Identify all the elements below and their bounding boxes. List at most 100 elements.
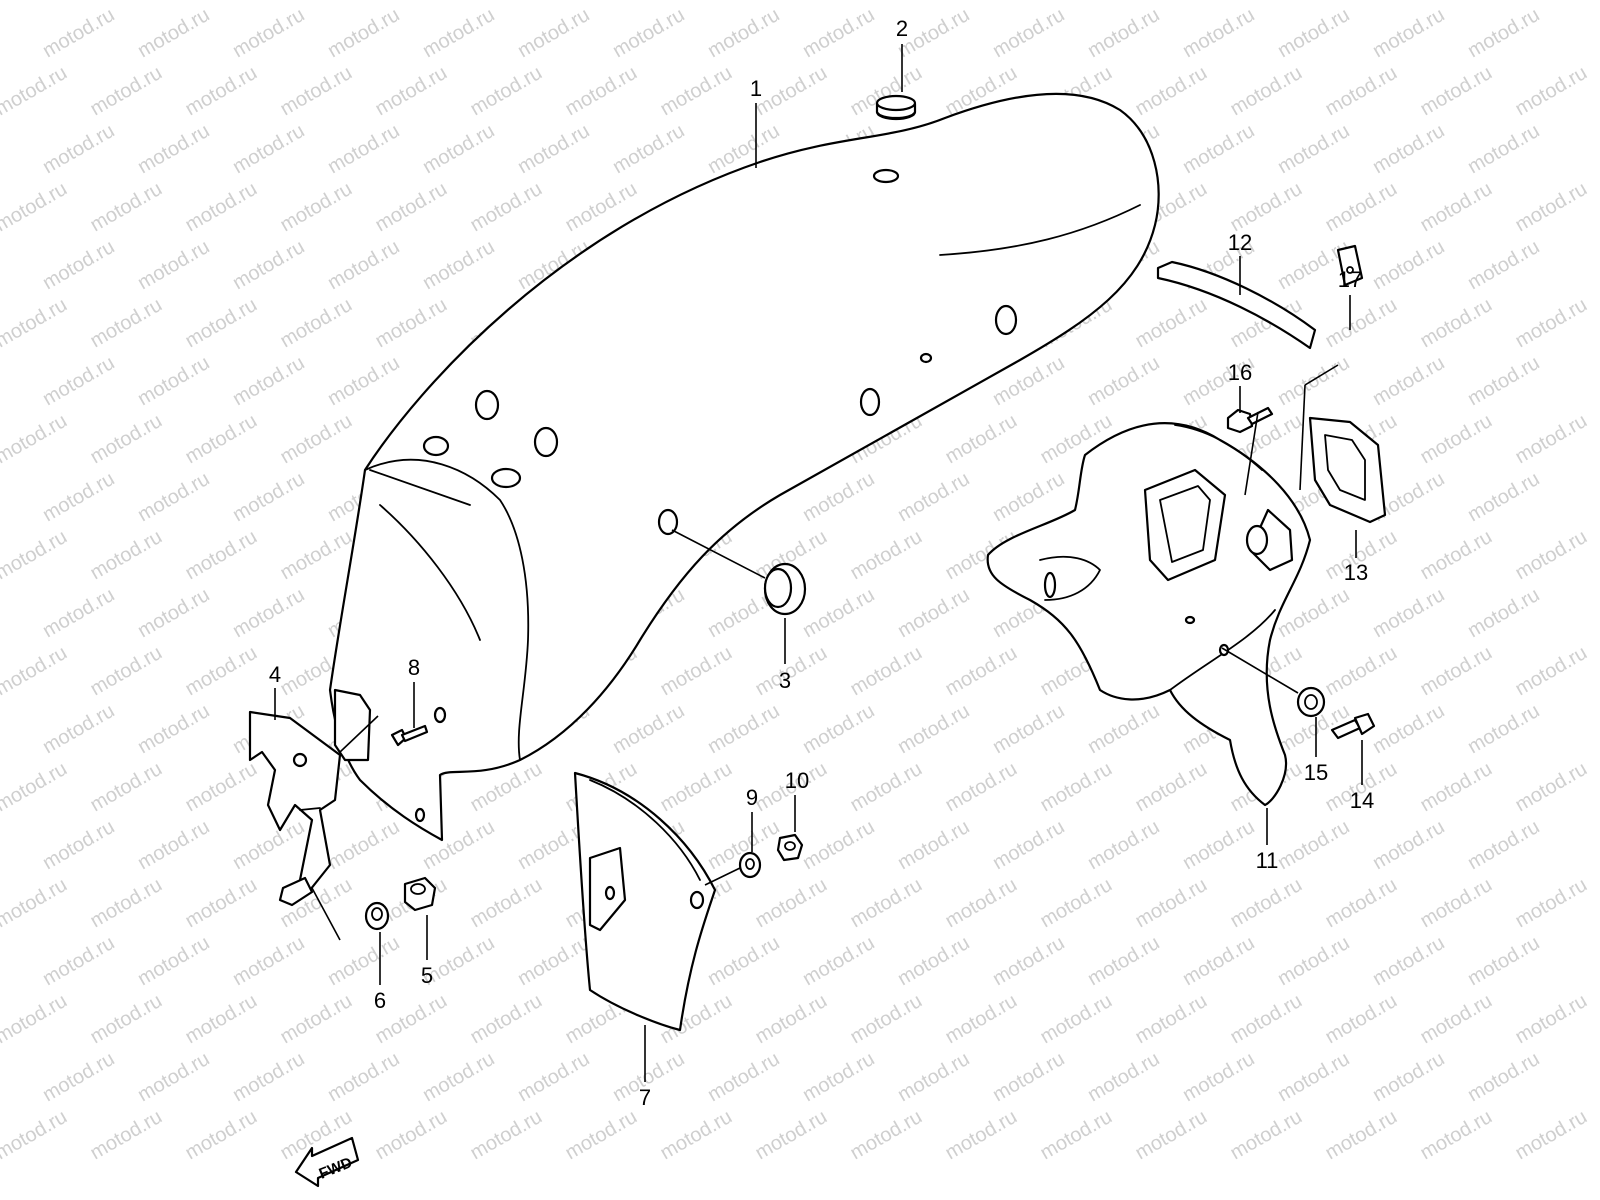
callout-10: 10 [785, 768, 809, 793]
part-4-bracket [248, 688, 372, 907]
watermark-text: motod.ru [657, 758, 736, 817]
watermark-text: motod.ru [1322, 874, 1401, 933]
watermark-text: motod.ru [372, 1106, 451, 1165]
watermark-text: motod.ru [1179, 1048, 1258, 1107]
watermark-text: motod.ru [847, 990, 926, 1049]
watermark-text: motod.ru [752, 874, 831, 933]
watermark-text: motod.ru [467, 1106, 546, 1165]
watermark-text: motod.ru [1274, 4, 1353, 63]
part-10-nut [776, 833, 804, 862]
callout-4: 4 [269, 662, 281, 687]
callout-3: 3 [779, 668, 791, 693]
watermark-text: motod.ru [229, 468, 308, 527]
watermark-text: motod.ru [1512, 62, 1591, 121]
watermark-text: motod.ru [1464, 932, 1543, 991]
watermark-text: motod.ru [847, 526, 926, 585]
watermark-text: motod.ru [1132, 758, 1211, 817]
watermark-text: motod.ru [0, 642, 71, 701]
watermark-text: motod.ru [87, 526, 166, 585]
watermark-text: motod.ru [134, 4, 213, 63]
callout-6: 6 [374, 988, 386, 1013]
watermark-text: motod.ru [182, 874, 261, 933]
watermark-text: motod.ru [1084, 4, 1163, 63]
watermark-text: motod.ru [609, 4, 688, 63]
watermark-text: motod.ru [1322, 1106, 1401, 1165]
watermark-text: motod.ru [1464, 4, 1543, 63]
watermark-text: motod.ru [1274, 932, 1353, 991]
watermark-text: motod.ru [0, 758, 71, 817]
watermark-text: motod.ru [324, 816, 403, 875]
watermark-text: motod.ru [229, 584, 308, 643]
watermark-text: motod.ru [1369, 4, 1448, 63]
watermark-text: motod.ru [324, 120, 403, 179]
watermark-text: motod.ru [87, 990, 166, 1049]
watermark-text: motod.ru [609, 700, 688, 759]
part-9-washer [738, 851, 762, 879]
watermark-text: motod.ru [1369, 1048, 1448, 1107]
watermark-text: motod.ru [752, 642, 831, 701]
watermark-text: motod.ru [1512, 758, 1591, 817]
watermark-text: motod.ru [752, 990, 831, 1049]
watermark-text: motod.ru [324, 352, 403, 411]
watermark-text: motod.ru [942, 758, 1021, 817]
watermark-text: motod.ru [1274, 1048, 1353, 1107]
watermark-text: motod.ru [182, 758, 261, 817]
callout-5: 5 [421, 963, 433, 988]
watermark-text: motod.ru [1227, 990, 1306, 1049]
callout-17: 17 [1338, 267, 1362, 292]
watermark-text: motod.ru [609, 120, 688, 179]
watermark-text: motod.ru [1037, 874, 1116, 933]
watermark-text: motod.ru [657, 62, 736, 121]
watermark-text: motod.ru [847, 1106, 926, 1165]
watermark-text: motod.ru [1417, 62, 1496, 121]
watermark-text: motod.ru [894, 468, 973, 527]
callout-2: 2 [896, 16, 908, 41]
watermark-text: motod.ru [847, 642, 926, 701]
watermark-text: motod.ru [1084, 816, 1163, 875]
watermark-text: motod.ru [1084, 1048, 1163, 1107]
watermark-text: motod.ru [799, 584, 878, 643]
watermark-text: motod.ru [894, 584, 973, 643]
watermark-text: motod.ru [799, 816, 878, 875]
watermark-text: motod.ru [1417, 410, 1496, 469]
watermark-text: motod.ru [87, 410, 166, 469]
watermark-text: motod.ru [1464, 236, 1543, 295]
watermark-text: motod.ru [87, 62, 166, 121]
watermark-text: motod.ru [1464, 120, 1543, 179]
watermark-text: motod.ru [847, 758, 926, 817]
watermark-text: motod.ru [372, 62, 451, 121]
watermark-text: motod.ru [419, 236, 498, 295]
watermark-text: motod.ru [1512, 990, 1591, 1049]
watermark-text: motod.ru [704, 1048, 783, 1107]
watermark-text: motod.ru [1179, 816, 1258, 875]
part-13-plate [1308, 416, 1387, 524]
watermark-text: motod.ru [1179, 4, 1258, 63]
watermark-text: motod.ru [704, 700, 783, 759]
watermark-text: motod.ru [39, 4, 118, 63]
watermark-text: motod.ru [704, 932, 783, 991]
watermark-text: motod.ru [942, 642, 1021, 701]
watermark-text: motod.ru [87, 1106, 166, 1165]
watermark-text: motod.ru [182, 62, 261, 121]
watermark-text: motod.ru [562, 1106, 641, 1165]
watermark-text: motod.ru [467, 990, 546, 1049]
watermark-text: motod.ru [989, 700, 1068, 759]
watermark-text: motod.ru [134, 816, 213, 875]
watermark-text: motod.ru [134, 120, 213, 179]
watermark-text: motod.ru [87, 294, 166, 353]
watermark-text: motod.ru [894, 1048, 973, 1107]
callout-12: 12 [1228, 230, 1252, 255]
watermark-text: motod.ru [1037, 990, 1116, 1049]
callout-9: 9 [746, 785, 758, 810]
watermark-text: motod.ru [0, 990, 71, 1049]
watermark-text: motod.ru [1132, 294, 1211, 353]
watermark-text: motod.ru [134, 236, 213, 295]
watermark-text: motod.ru [1369, 236, 1448, 295]
watermark-text: motod.ru [514, 120, 593, 179]
watermark-text: motod.ru [229, 816, 308, 875]
callout-11: 11 [1256, 848, 1279, 873]
watermark-text: motod.ru [1179, 932, 1258, 991]
watermark-text: motod.ru [1512, 526, 1591, 585]
watermark-text: motod.ru [419, 4, 498, 63]
watermark-text: motod.ru [0, 62, 71, 121]
